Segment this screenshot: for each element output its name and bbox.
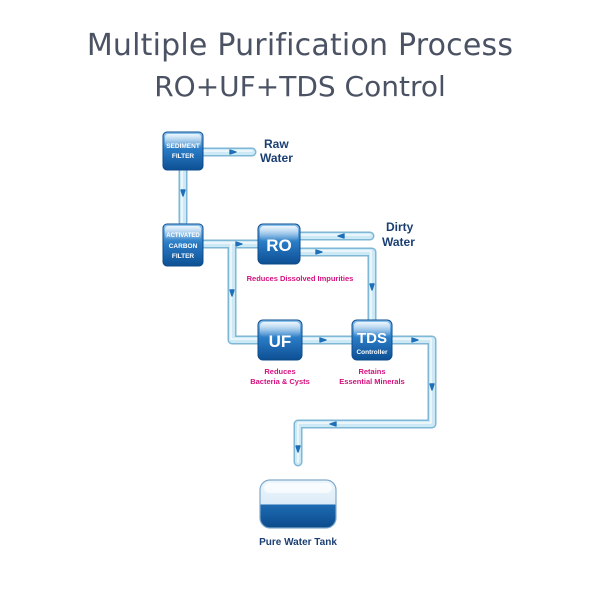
tds-description-1: Retains bbox=[358, 367, 385, 376]
carbon-filter-node: ACTIVATED CARBON FILTER bbox=[162, 223, 204, 267]
carbon-label-2: CARBON bbox=[169, 243, 198, 250]
raw-water-label-2: Water bbox=[260, 151, 293, 165]
pipe-ro-to-tds bbox=[295, 247, 377, 327]
tds-sublabel: Controller bbox=[356, 349, 388, 356]
carbon-label-3: FILTER bbox=[172, 253, 195, 260]
uf-description-1: Reduces bbox=[264, 367, 295, 376]
tds-label: TDS bbox=[357, 330, 387, 347]
dirty-water-label-2: Water bbox=[382, 235, 415, 249]
tank-label: Pure Water Tank bbox=[259, 537, 337, 548]
tds-description-2: Essential Minerals bbox=[339, 377, 404, 386]
pipe-carbon-to-uf bbox=[227, 239, 263, 345]
pipes bbox=[178, 147, 437, 467]
page-title: Multiple Purification Process bbox=[86, 28, 514, 63]
sediment-label-1: SEDIMENT bbox=[166, 143, 200, 150]
sediment-label-2: FILTER bbox=[172, 153, 195, 160]
raw-water-label-1: Raw bbox=[264, 137, 289, 151]
carbon-label-1: ACTIVATED bbox=[166, 233, 200, 239]
ro-description: Reduces Dissolved Impurities bbox=[247, 274, 354, 283]
dirty-water-label-1: Dirty bbox=[386, 220, 414, 234]
sediment-filter-node: SEDIMENT FILTER bbox=[162, 131, 204, 171]
ro-node: RO bbox=[257, 223, 301, 265]
page-subtitle: RO+UF+TDS Control bbox=[154, 70, 446, 103]
uf-description-2: Bacteria & Cysts bbox=[250, 377, 310, 386]
tds-node: TDS Controller bbox=[351, 319, 393, 361]
uf-node: UF bbox=[257, 319, 303, 361]
uf-label: UF bbox=[269, 332, 292, 351]
pure-water-tank bbox=[259, 479, 337, 529]
ro-label: RO bbox=[266, 236, 292, 255]
